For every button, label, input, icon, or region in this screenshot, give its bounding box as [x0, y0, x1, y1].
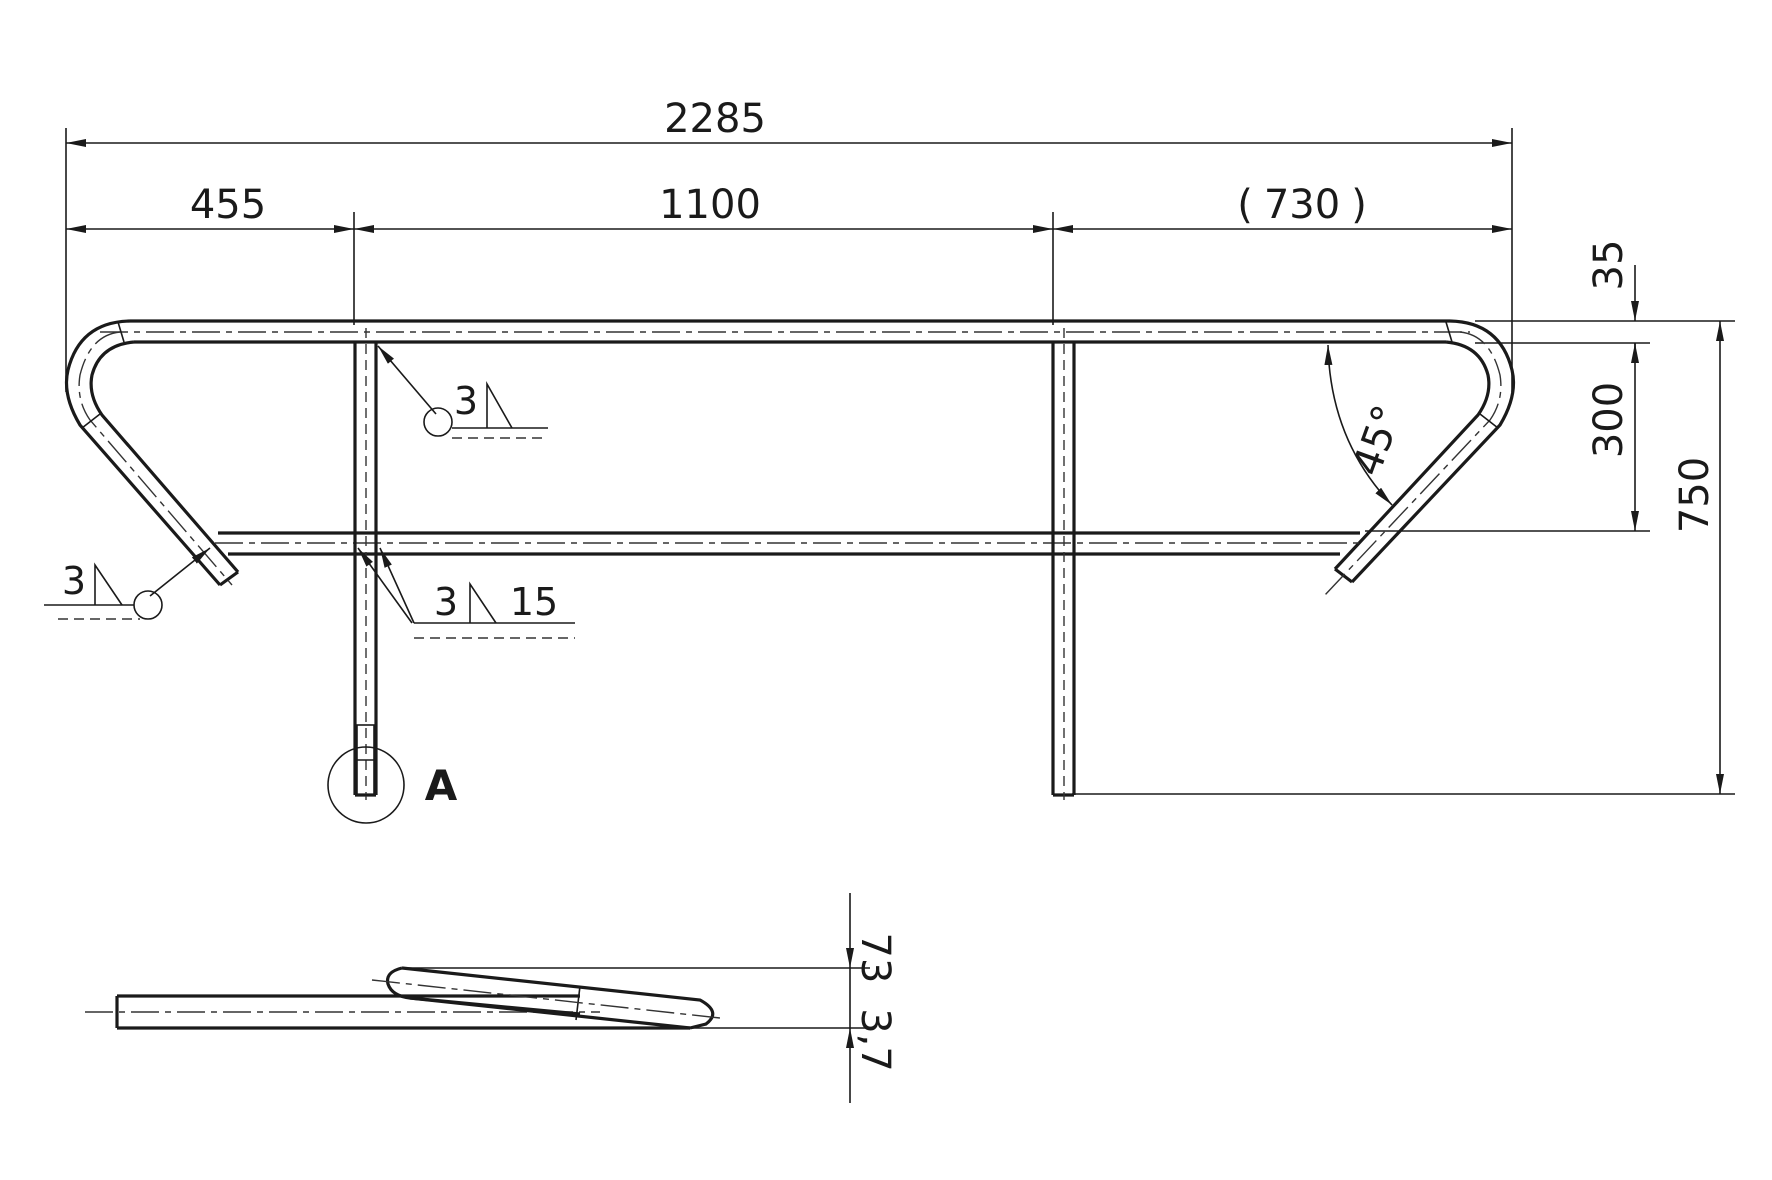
dimension-top-gap: 35: [1586, 240, 1639, 350]
weld-lower-length-text: 15: [510, 580, 558, 624]
extension-lines: [65, 128, 1513, 392]
weld-lower-size-text: 3: [434, 580, 458, 624]
weld-left-end-size-text: 3: [62, 559, 86, 603]
weld-symbol-left-end: 3: [44, 547, 211, 620]
side-view: 73 3,7: [85, 893, 898, 1103]
dimension-right-reference: ( 730 ): [1053, 182, 1512, 233]
dimension-rail-spacing-text: 300: [1586, 382, 1632, 458]
dimension-overall-height-text: 750: [1672, 457, 1718, 533]
angle-annotation: 45°: [1324, 344, 1412, 506]
dimension-rail-spacing: 300: [1586, 343, 1639, 531]
vertical-extension-lines: [1072, 320, 1735, 795]
dimension-middle-span: 1100: [354, 182, 1053, 233]
weld-symbol-upper-post: 3: [377, 345, 548, 439]
weld-symbol-lower-post: 3 15: [357, 547, 575, 639]
weld-upper-size-text: 3: [454, 379, 478, 423]
dimension-overall-width-text: 2285: [664, 96, 766, 142]
dimension-right-paren-close: ): [1351, 182, 1367, 228]
handrail-frame: [64, 319, 1516, 800]
detail-a-label: A: [425, 761, 458, 810]
dimension-middle-span-text: 1100: [659, 182, 761, 228]
dimension-right-reference-text: 730: [1264, 182, 1340, 228]
dimension-left-offset: 455: [66, 182, 354, 233]
dimension-left-offset-text: 455: [190, 182, 266, 228]
dimension-overall-height: 750: [1672, 321, 1724, 794]
dimension-overall-width: 2285: [66, 96, 1512, 147]
dimension-top-gap-text: 35: [1586, 240, 1632, 291]
detail-a-callout: A: [327, 746, 458, 824]
bend-angle-text: 45°: [1344, 399, 1411, 481]
side-offset-bottom-text: 3,7: [852, 1008, 898, 1072]
dimension-right-paren-open: (: [1237, 182, 1253, 228]
side-offset-top-text: 73: [852, 933, 898, 984]
